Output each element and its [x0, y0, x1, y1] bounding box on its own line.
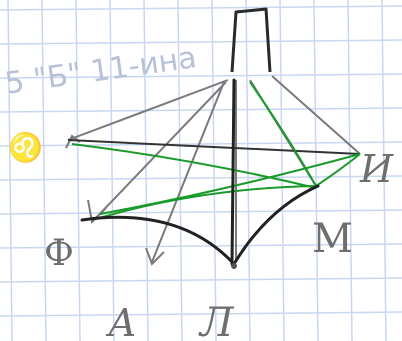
central-edge [232, 80, 234, 264]
label-a: А [105, 301, 137, 341]
label-l: Л [198, 300, 235, 341]
point-l [231, 263, 237, 269]
label-i: И [359, 147, 394, 191]
label-emblem: ♌ [8, 131, 43, 164]
label-f: Ф [44, 233, 74, 274]
label-m: М [312, 216, 353, 262]
